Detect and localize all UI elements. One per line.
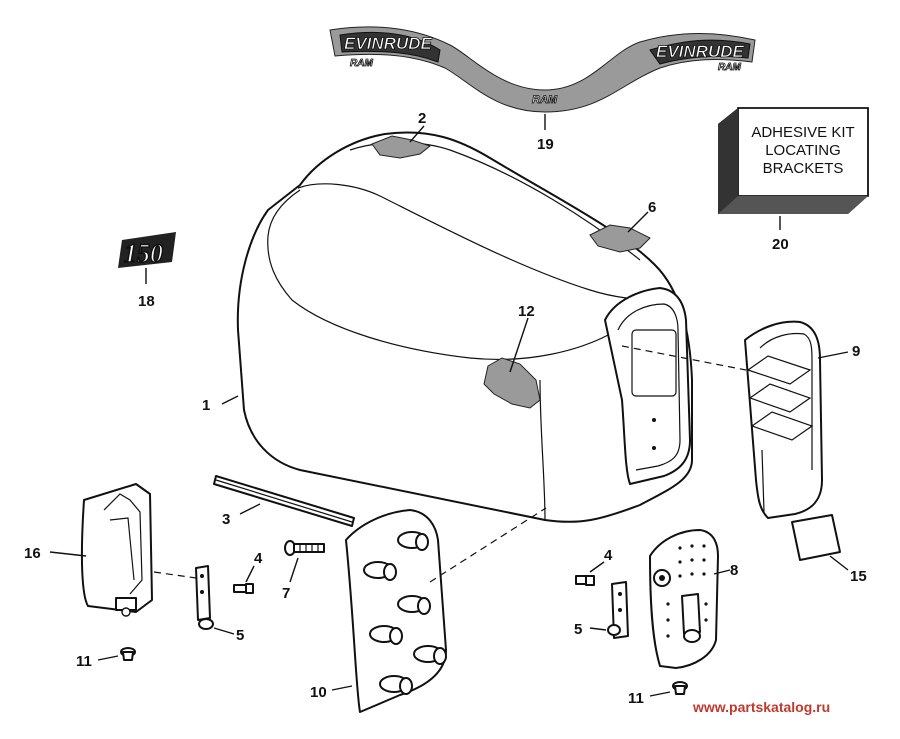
latch-right-part-5 bbox=[607, 581, 629, 639]
bracket-part-16 bbox=[80, 483, 153, 617]
mounting-plate-part-10 bbox=[345, 509, 447, 713]
ram-right-label: RAM bbox=[718, 62, 741, 73]
callout-12: 12 bbox=[518, 303, 535, 320]
callout-7: 7 bbox=[282, 585, 290, 602]
model-badge-part-18: 150 bbox=[118, 232, 176, 269]
assembly-dash-16 bbox=[153, 571, 197, 579]
adhesive-kit-box-part-20: ADHESIVE KIT LOCATING BRACKETS bbox=[718, 107, 869, 214]
leader-5b bbox=[589, 627, 607, 631]
ram-left-label: RAM bbox=[350, 58, 373, 69]
leader-6 bbox=[627, 211, 649, 233]
leader-9 bbox=[817, 351, 849, 359]
callout-6: 6 bbox=[648, 199, 656, 216]
latch-plate-part-8 bbox=[649, 529, 719, 669]
callout-3: 3 bbox=[222, 511, 230, 528]
foam-pad-part-15 bbox=[791, 514, 841, 561]
leader-11b bbox=[649, 691, 671, 697]
leader-7 bbox=[289, 557, 299, 583]
screw-right-part-4 bbox=[575, 575, 595, 586]
engine-cover-part-1 bbox=[236, 131, 693, 523]
callout-20: 20 bbox=[772, 236, 789, 253]
leader-2 bbox=[409, 125, 425, 143]
leader-3 bbox=[239, 503, 261, 515]
leader-5a bbox=[213, 627, 235, 635]
bolt-part-7 bbox=[284, 540, 325, 556]
callout-16: 16 bbox=[24, 545, 41, 562]
kit-line-3: BRACKETS bbox=[763, 160, 844, 177]
callout-5b: 5 bbox=[574, 621, 582, 638]
ram-center-label: RAM bbox=[532, 94, 558, 106]
leader-15 bbox=[829, 555, 849, 571]
leader-11a bbox=[97, 655, 119, 661]
callout-8: 8 bbox=[730, 562, 738, 579]
plate-studs bbox=[363, 531, 447, 695]
brand-left-label: EVINRUDE bbox=[344, 34, 433, 53]
callout-18: 18 bbox=[138, 293, 155, 310]
leader-10 bbox=[331, 685, 353, 691]
seal-strip-part-3 bbox=[213, 475, 355, 527]
callout-4a: 4 bbox=[254, 550, 263, 567]
callout-15: 15 bbox=[850, 568, 867, 585]
kit-line-2: LOCATING bbox=[765, 142, 841, 159]
callout-4b: 4 bbox=[604, 547, 613, 564]
leader-8 bbox=[713, 569, 731, 575]
plate-holes bbox=[666, 544, 708, 638]
intake-grille-part-9 bbox=[744, 320, 823, 519]
brand-right-label: EVINRUDE bbox=[656, 42, 745, 61]
screw-left-part-4 bbox=[233, 583, 254, 594]
callout-10: 10 bbox=[310, 684, 327, 701]
plug-right-part-11 bbox=[672, 681, 688, 695]
callout-11b: 11 bbox=[628, 690, 644, 707]
latch-left-part-5 bbox=[195, 565, 214, 630]
evinrude-decal-part-19: EVINRUDE EVINRUDE RAM RAM RAM bbox=[329, 26, 756, 113]
callout-9: 9 bbox=[852, 343, 860, 360]
callout-1: 1 bbox=[202, 397, 210, 414]
watermark: www.partskatalog.ru bbox=[692, 699, 830, 715]
callout-19: 19 bbox=[537, 136, 554, 153]
leader-1 bbox=[221, 395, 239, 405]
leader-4a bbox=[245, 565, 255, 583]
assembly-dash-9 bbox=[621, 345, 747, 371]
leader-16 bbox=[49, 551, 87, 557]
callout-11a: 11 bbox=[76, 653, 92, 670]
leader-4b bbox=[589, 561, 605, 573]
kit-line-1: ADHESIVE KIT bbox=[751, 124, 854, 141]
callout-2: 2 bbox=[418, 110, 426, 127]
assembly-dash-10 bbox=[429, 507, 547, 583]
callout-5a: 5 bbox=[236, 627, 244, 644]
model-badge-label: 150 bbox=[124, 239, 163, 268]
leader-12 bbox=[509, 317, 529, 373]
plug-left-part-11 bbox=[120, 647, 136, 661]
